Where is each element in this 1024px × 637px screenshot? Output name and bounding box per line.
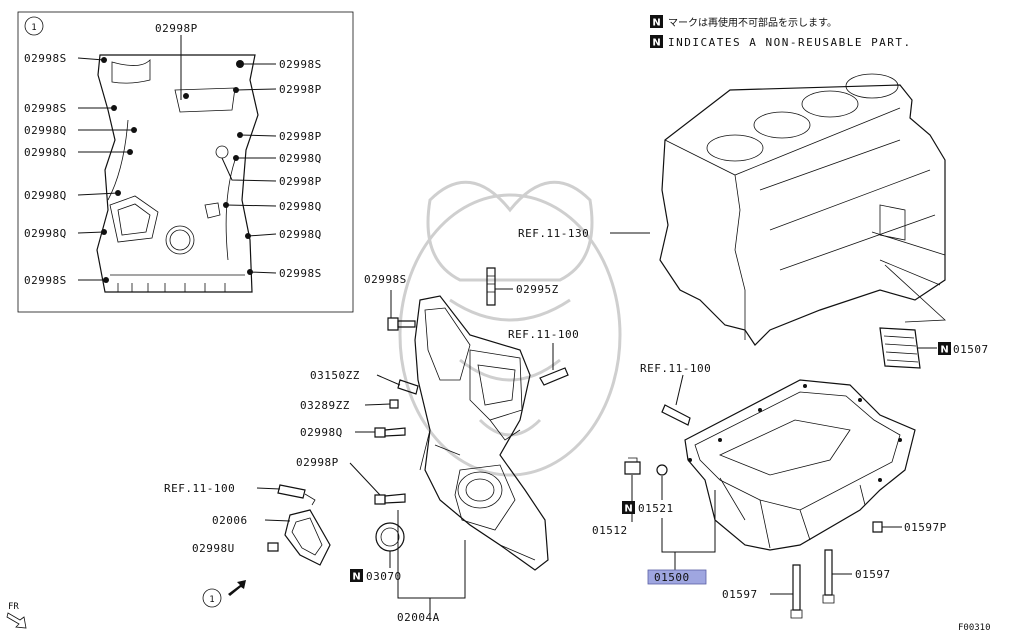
label-pan-assy: 01500 [654, 571, 690, 584]
label-seal: 03070 [366, 570, 402, 583]
label-plate: 03150ZZ [310, 369, 360, 382]
inset-label-left: 02998Q [24, 146, 67, 159]
inset-label-right: 02998Q [279, 228, 322, 241]
label-ref-cover: REF.11-100 [508, 328, 579, 341]
timing-cover [414, 295, 549, 571]
label-ref-pan: REF.11-100 [640, 362, 711, 375]
inset-label-left: 02998Q [24, 124, 67, 137]
label-bolt-c: 02998P [296, 456, 339, 469]
label-pan-bolt-p: 01597P [904, 521, 947, 534]
label-bolt-b: 02998Q [300, 426, 343, 439]
inset-label-right: 02998Q [279, 152, 322, 165]
n-badge: N [652, 18, 660, 29]
label-drain-plug: 01512 [592, 524, 628, 537]
inset-label-right: 02998P [279, 83, 322, 96]
n-badge: N [624, 504, 632, 515]
note-english: INDICATES A NON-REUSABLE PART. [668, 36, 912, 49]
inset-label-right: 02998S [279, 267, 322, 280]
label-ref-left: REF.11-100 [164, 482, 235, 495]
callout-number: 1 [209, 595, 214, 605]
label-bolt-u: 02998U [192, 542, 235, 555]
direction-label: FR [8, 602, 19, 612]
note-japanese: マークは再使用不可部品を示します。 [668, 16, 837, 29]
direction-arrow-icon [6, 612, 27, 629]
label-pan-bolt-a: 01597 [722, 588, 758, 601]
oil-pan [684, 379, 916, 551]
figure-code: F00310 [958, 623, 991, 633]
oil-baffle [879, 327, 921, 369]
label-baffle: 01507 [953, 343, 989, 356]
n-badge: N [652, 38, 660, 49]
inset-label-left: 02998S [24, 274, 67, 287]
inset-label-right: 02998S [279, 58, 322, 71]
inset-box: 1 [17, 11, 354, 313]
bracket-02006 [284, 509, 331, 566]
label-bracket: 02006 [212, 514, 248, 527]
legend-notes: N マークは再使用不可部品を示します。 N INDICATES A NON-RE… [650, 15, 912, 49]
callout-circle [202, 588, 222, 608]
label-bolt-top: 02998S [364, 273, 407, 286]
watermark-emblem [398, 180, 622, 477]
inset-label-left: 02998Q [24, 189, 67, 202]
arrow-icon [228, 580, 246, 596]
inset-label-left: 02998S [24, 102, 67, 115]
label-gasket: 01521 [638, 502, 674, 515]
label-bolt-a: 03289ZZ [300, 399, 350, 412]
inset-label-left: 02998S [24, 52, 67, 65]
inset-label-right: 02998P [279, 130, 322, 143]
inset-label-left: 02998Q [24, 227, 67, 240]
inset-label-top: 02998P [155, 22, 198, 35]
label-pan-bolt-b: 01597 [855, 568, 891, 581]
label-ref-block: REF.11-130 [518, 227, 589, 240]
inset-callout-number: 1 [31, 23, 36, 33]
n-badge: N [352, 572, 360, 583]
inset-label-right: 02998Q [279, 200, 322, 213]
label-stud: 02995Z [516, 283, 559, 296]
inset-label-right: 02998P [279, 175, 322, 188]
engine-block [659, 73, 946, 346]
n-badge: N [940, 345, 948, 356]
label-cover-assy: 02004A [397, 611, 440, 624]
